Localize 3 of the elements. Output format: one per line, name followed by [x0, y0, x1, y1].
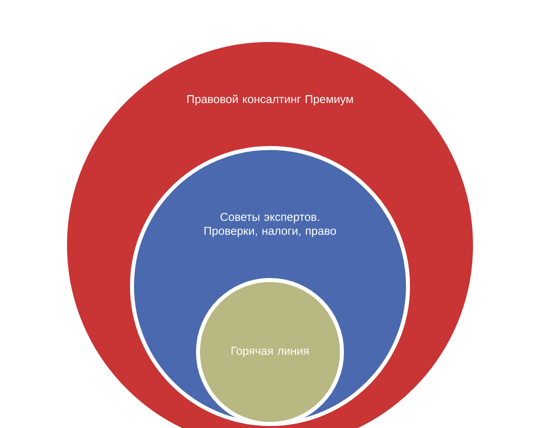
circle-label: Советы экспертов. Проверки, налоги, право	[204, 212, 336, 238]
circle-label: Горячая линия	[232, 346, 309, 358]
circle-label: Правовой консалтинг Премиум	[187, 94, 353, 106]
